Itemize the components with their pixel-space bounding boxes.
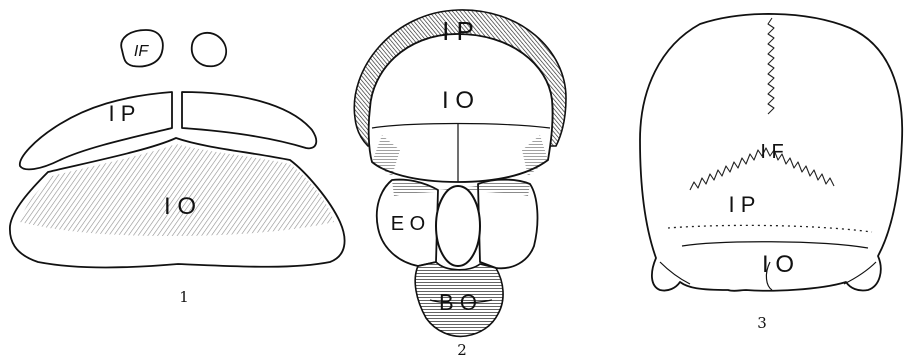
fig2-label-io: I O: [442, 87, 474, 114]
fig1-label-ip: I P: [109, 101, 136, 126]
fig2-label-bo: B O: [439, 290, 477, 315]
fig3-number: 3: [757, 314, 767, 332]
figure-2: [354, 10, 566, 336]
fig1-label-io: I O: [164, 193, 196, 220]
fig1-label-if: IF: [134, 43, 149, 60]
fig2-label-ip: I P: [442, 16, 474, 46]
fig3-label-ip: I P: [729, 192, 756, 217]
fig2-foramen-magnum: [436, 186, 480, 266]
fig3-label-if: I F: [760, 141, 783, 163]
fig3-label-io: I O: [762, 251, 794, 278]
fig1-small-bone-right: [192, 33, 226, 66]
fig1-number: 1: [179, 288, 189, 306]
fig2-label-eo: E O: [391, 213, 425, 235]
figure-1: [10, 30, 345, 268]
fig1-interparietal-right: [182, 92, 316, 148]
fig2-number: 2: [457, 341, 467, 358]
